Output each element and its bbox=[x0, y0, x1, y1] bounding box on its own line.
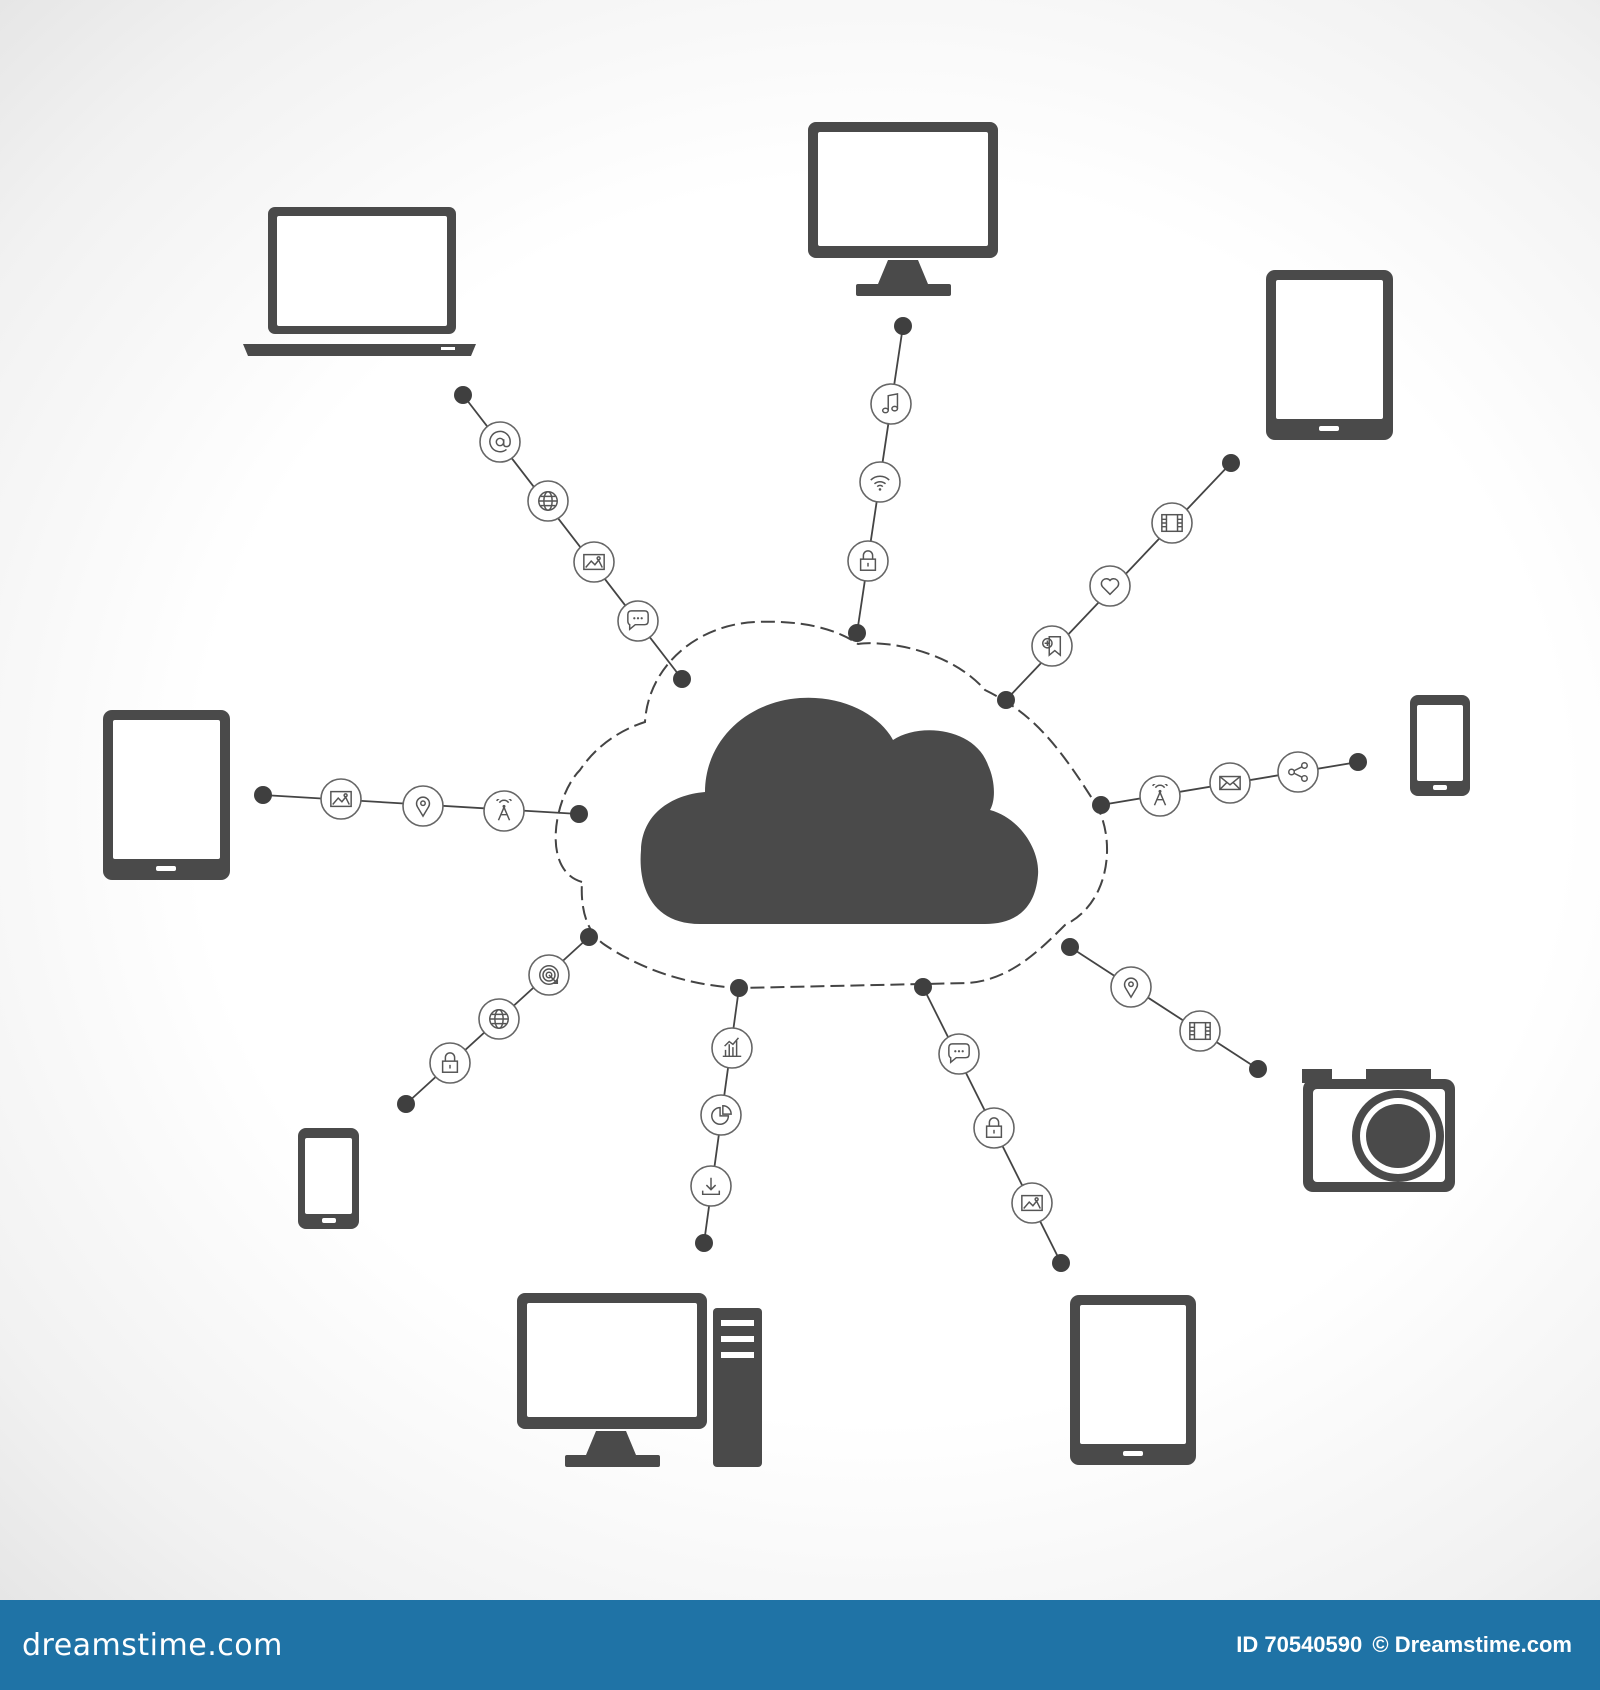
endpoint-dot-cloud bbox=[580, 928, 598, 946]
desktop-computer-icon bbox=[517, 1293, 762, 1467]
connection-line-camera bbox=[1069, 946, 1259, 1070]
laptop-icon bbox=[243, 207, 476, 356]
connection-nodes bbox=[254, 317, 1367, 1272]
location-pin-icon bbox=[402, 785, 444, 827]
endpoint-dot-cloud bbox=[570, 805, 588, 823]
globe-icon bbox=[478, 998, 520, 1040]
globe-icon bbox=[527, 480, 569, 522]
endpoint-dot-device bbox=[1222, 454, 1240, 472]
wifi-icon bbox=[859, 461, 901, 503]
chat-icon bbox=[938, 1033, 980, 1075]
endpoint-dot-device bbox=[397, 1095, 415, 1113]
share-icon bbox=[1277, 751, 1319, 793]
location-pin-icon bbox=[1110, 966, 1152, 1008]
antenna-icon bbox=[483, 790, 525, 832]
endpoint-dot-device bbox=[454, 386, 472, 404]
film-icon bbox=[1151, 502, 1193, 544]
tablet-icon bbox=[1266, 270, 1393, 440]
endpoint-dot-device bbox=[1349, 753, 1367, 771]
image-icon bbox=[1011, 1182, 1053, 1224]
pie-chart-icon bbox=[700, 1094, 742, 1136]
download-icon bbox=[690, 1165, 732, 1207]
monitor-icon bbox=[808, 122, 998, 296]
image-credit: ID 70540590 © Dreamstime.com bbox=[1232, 1632, 1572, 1658]
music-note-icon bbox=[870, 383, 912, 425]
endpoint-dot-cloud bbox=[673, 670, 691, 688]
endpoint-dot-device bbox=[894, 317, 912, 335]
smartphone-icon bbox=[1410, 695, 1470, 796]
endpoint-dot-cloud bbox=[848, 624, 866, 642]
camera-icon bbox=[1302, 1069, 1455, 1192]
smartphone-icon bbox=[298, 1128, 359, 1229]
lock-icon bbox=[429, 1042, 471, 1084]
endpoint-dot-device bbox=[1052, 1254, 1070, 1272]
chat-icon bbox=[617, 600, 659, 642]
cloud-icon bbox=[640, 697, 1039, 924]
endpoint-dot-cloud bbox=[914, 978, 932, 996]
endpoint-dot-cloud bbox=[730, 979, 748, 997]
heart-icon bbox=[1089, 565, 1131, 607]
image-id: ID 70540590 bbox=[1236, 1632, 1363, 1657]
lock-icon bbox=[847, 540, 889, 582]
endpoint-dot-device bbox=[254, 786, 272, 804]
tablet-icon bbox=[103, 710, 230, 880]
image-icon bbox=[320, 778, 362, 820]
lock-icon bbox=[973, 1107, 1015, 1149]
endpoint-dot-cloud bbox=[1061, 938, 1079, 956]
diagram-stage bbox=[0, 0, 1600, 1600]
copyright-text: © Dreamstime.com bbox=[1372, 1632, 1572, 1657]
image-icon bbox=[573, 541, 615, 583]
endpoint-dot-device bbox=[1249, 1060, 1267, 1078]
bookmark-add-icon bbox=[1031, 625, 1073, 667]
target-icon bbox=[528, 954, 570, 996]
film-icon bbox=[1179, 1010, 1221, 1052]
brand-logo-text[interactable]: dreamstime.com bbox=[22, 1627, 283, 1663]
tablet-icon bbox=[1070, 1295, 1196, 1465]
antenna-icon bbox=[1139, 775, 1181, 817]
cloud-outline bbox=[554, 620, 1109, 990]
cloud-network-diagram bbox=[103, 122, 1470, 1467]
mail-icon bbox=[1209, 762, 1251, 804]
email-at-icon bbox=[479, 421, 521, 463]
bar-chart-icon bbox=[711, 1027, 753, 1069]
footer-bar: dreamstime.com ID 70540590 © Dreamstime.… bbox=[0, 1600, 1600, 1690]
endpoint-dot-device bbox=[695, 1234, 713, 1252]
endpoint-dot-cloud bbox=[997, 691, 1015, 709]
endpoint-dot-cloud bbox=[1092, 796, 1110, 814]
